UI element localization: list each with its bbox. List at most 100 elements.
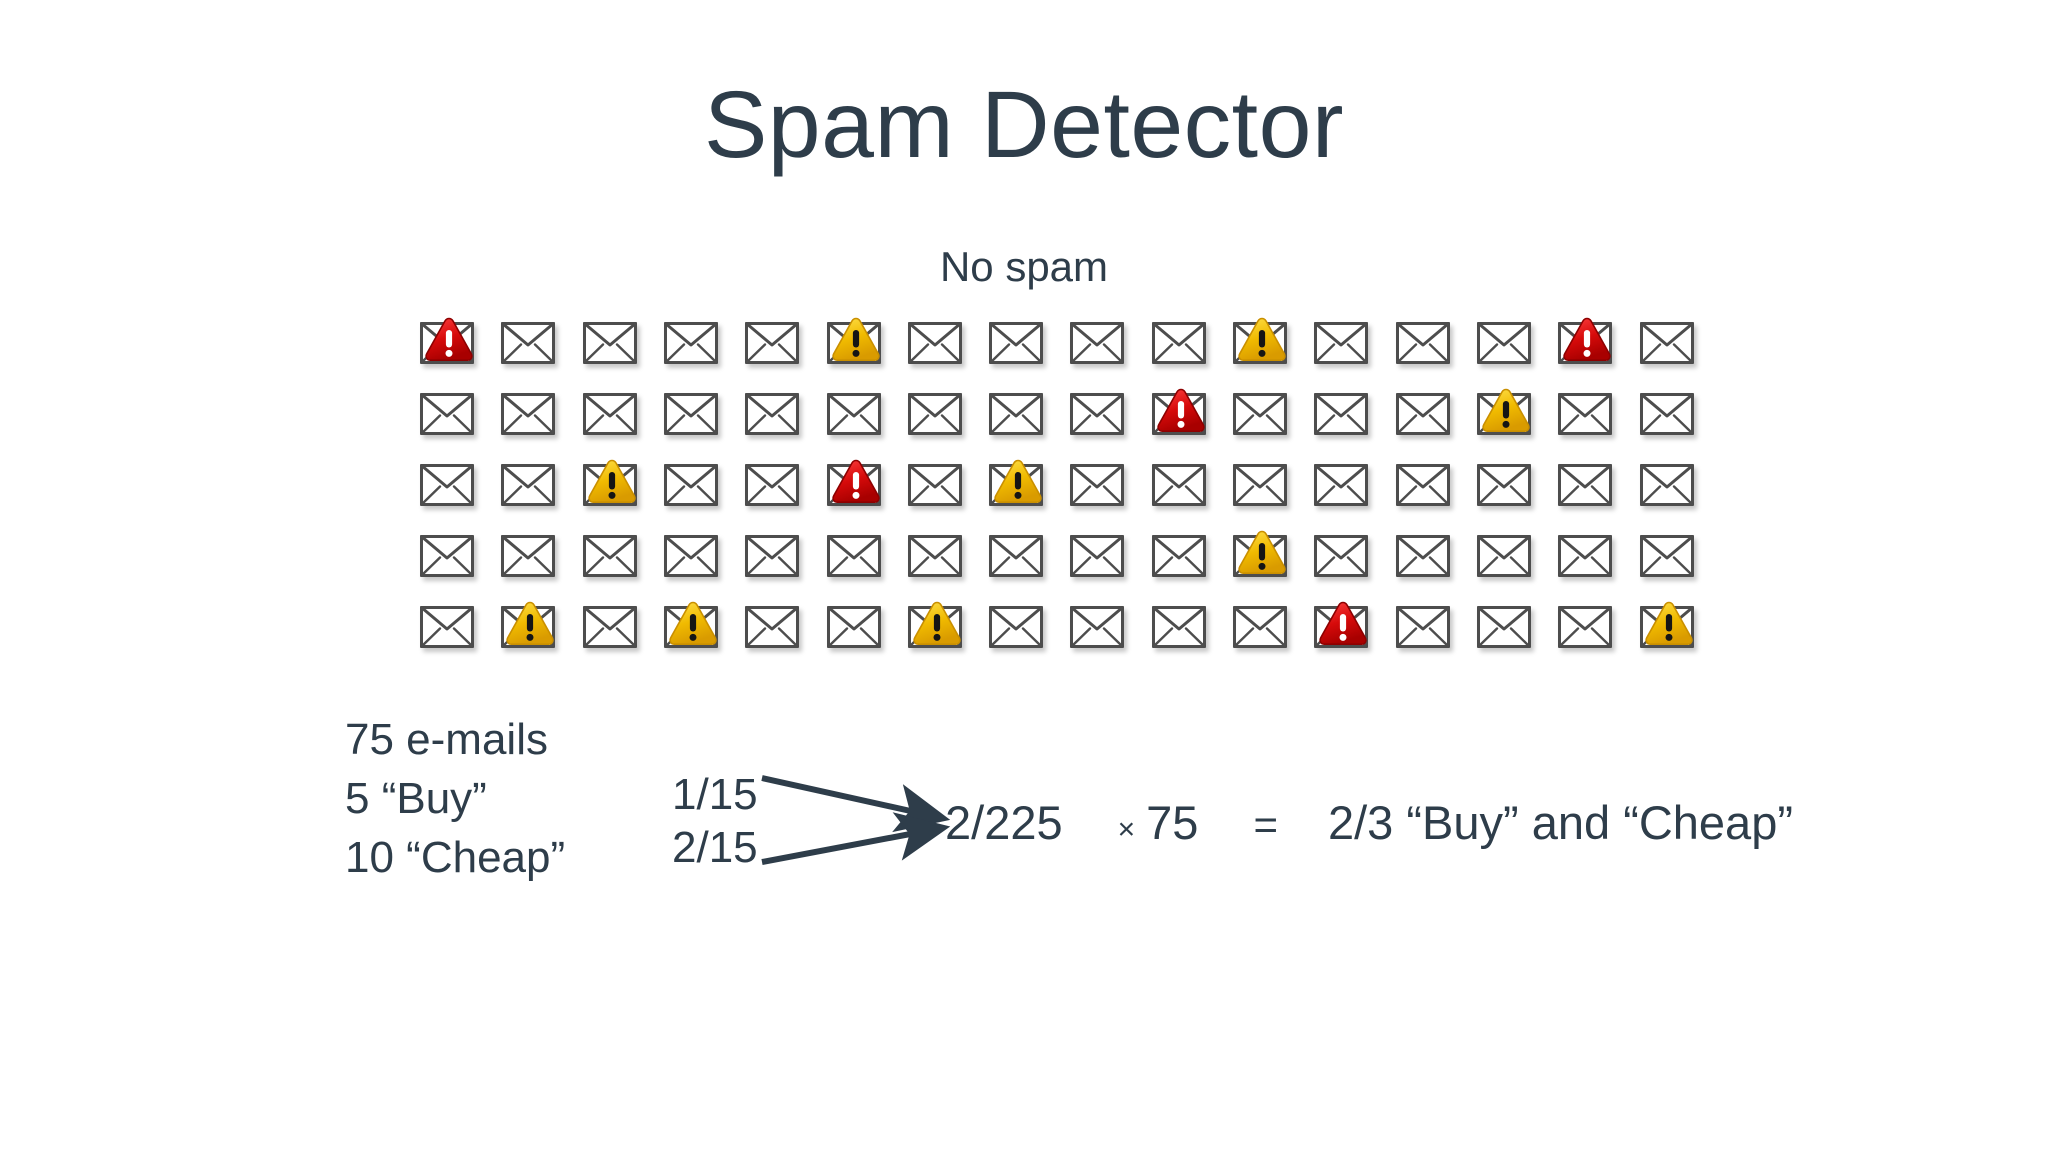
email-plain[interactable] [1394,391,1456,443]
email-plain[interactable] [581,533,643,585]
envelope-icon [1395,535,1450,577]
email-flagged-cheap[interactable] [1638,601,1700,656]
envelope-icon [1233,393,1287,435]
email-plain[interactable] [1150,533,1212,585]
email-plain[interactable] [1556,604,1618,656]
email-flagged-cheap[interactable] [499,601,561,656]
envelope-icon [1558,606,1613,648]
email-plain[interactable] [499,462,561,514]
email-plain[interactable] [906,533,968,585]
email-plain[interactable] [1556,533,1618,585]
email-plain[interactable] [1068,533,1130,585]
email-plain[interactable] [418,462,480,514]
email-plain[interactable] [1150,462,1212,514]
email-plain[interactable] [1312,462,1374,514]
email-plain[interactable] [1394,320,1456,372]
email-plain[interactable] [1068,604,1130,656]
email-flagged-cheap[interactable] [906,601,968,656]
email-plain[interactable] [743,320,805,372]
envelope-icon [582,606,637,648]
email-plain[interactable] [1638,320,1700,372]
email-plain[interactable] [662,462,724,514]
email-plain[interactable] [499,533,561,585]
email-plain[interactable] [987,533,1049,585]
envelope-icon [989,393,1044,435]
email-plain[interactable] [1150,320,1212,372]
email-plain[interactable] [743,391,805,443]
email-plain[interactable] [662,320,724,372]
email-plain[interactable] [1475,320,1537,372]
email-plain[interactable] [825,604,887,656]
fraction-buy: 1/15 [672,770,758,819]
email-plain[interactable] [1068,391,1130,443]
email-plain[interactable] [825,533,887,585]
email-flagged-cheap[interactable] [662,601,724,656]
envelope-icon [1639,464,1694,506]
email-plain[interactable] [987,320,1049,372]
email-plain[interactable] [1231,604,1293,656]
email-plain[interactable] [1475,604,1537,656]
email-plain[interactable] [1068,320,1130,372]
email-plain[interactable] [581,391,643,443]
email-plain[interactable] [1638,462,1700,514]
email-plain[interactable] [1231,462,1293,514]
email-plain[interactable] [662,391,724,443]
email-flagged-buy[interactable] [1556,317,1618,372]
email-flagged-cheap[interactable] [987,459,1049,514]
email-plain[interactable] [418,533,480,585]
email-plain[interactable] [1394,462,1456,514]
email-plain[interactable] [1150,604,1212,656]
email-plain[interactable] [906,462,968,514]
email-flagged-cheap[interactable] [581,459,643,514]
email-plain[interactable] [1231,391,1293,443]
email-plain[interactable] [1394,533,1456,585]
email-flagged-cheap[interactable] [1475,388,1537,443]
email-plain[interactable] [1394,604,1456,656]
email-plain[interactable] [581,604,643,656]
email-flagged-cheap[interactable] [825,317,887,372]
envelope-icon [1558,464,1613,506]
email-flagged-buy[interactable] [1150,388,1212,443]
email-plain[interactable] [581,320,643,372]
email-plain[interactable] [418,604,480,656]
email-plain[interactable] [1312,320,1374,372]
email-plain[interactable] [906,391,968,443]
email-plain[interactable] [743,462,805,514]
email-plain[interactable] [1475,462,1537,514]
email-flagged-buy[interactable] [825,459,887,514]
email-plain[interactable] [499,320,561,372]
email-plain[interactable] [906,320,968,372]
email-plain[interactable] [743,604,805,656]
email-plain[interactable] [987,604,1049,656]
email-plain[interactable] [1312,533,1374,585]
envelope-icon [420,464,474,506]
email-flagged-buy[interactable] [1312,601,1374,656]
envelope-icon [501,464,556,506]
email-plain[interactable] [1475,533,1537,585]
envelope-icon [907,464,962,506]
email-plain[interactable] [825,391,887,443]
email-flagged-cheap[interactable] [1231,530,1293,585]
envelope-icon [1639,535,1694,577]
envelope-icon [826,464,881,506]
envelope-icon [1233,535,1287,577]
email-flagged-buy[interactable] [418,317,480,372]
fractions-block: 1/15 2/15 [672,768,758,874]
envelope-icon [582,322,637,364]
email-plain[interactable] [1312,391,1374,443]
email-row [418,459,1708,533]
email-plain[interactable] [418,391,480,443]
envelope-icon [1476,322,1531,364]
email-plain[interactable] [1556,462,1618,514]
email-plain[interactable] [987,391,1049,443]
email-flagged-cheap[interactable] [1231,317,1293,372]
email-plain[interactable] [1638,533,1700,585]
email-plain[interactable] [1068,462,1130,514]
envelope-icon [1476,535,1531,577]
email-plain[interactable] [662,533,724,585]
email-plain[interactable] [499,391,561,443]
email-plain[interactable] [743,533,805,585]
email-plain[interactable] [1638,391,1700,443]
email-plain[interactable] [1556,391,1618,443]
envelope-icon [501,393,556,435]
